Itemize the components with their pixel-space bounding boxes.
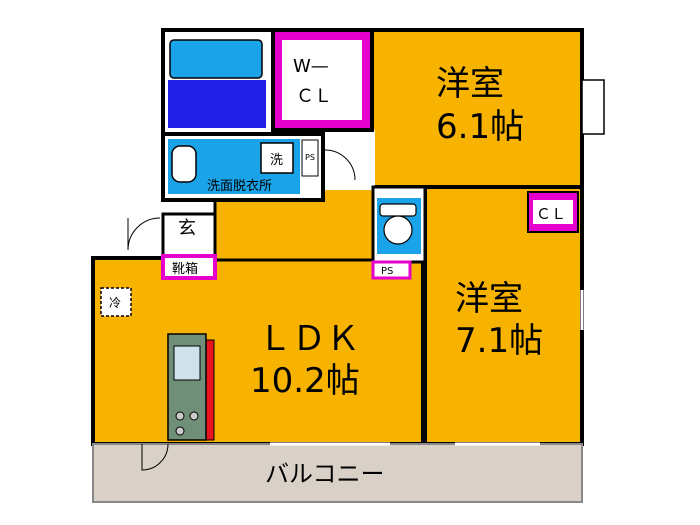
balcony-label: バルコニー [265, 460, 385, 488]
room1-size: 6.1帖 [436, 107, 524, 147]
shoe-box [161, 254, 217, 280]
room2-name: 洋室 [455, 279, 523, 319]
wic-line1: W— [293, 56, 329, 77]
ps-box-1 [301, 139, 319, 177]
closet-inner [533, 200, 573, 224]
toilet-tank [379, 203, 417, 217]
door-swing [127, 217, 161, 251]
wic-line2: ＣＬ [296, 86, 332, 107]
balcony [92, 443, 583, 503]
fridge-label: 冷 [109, 296, 121, 310]
toilet-bowl [383, 215, 413, 245]
stove-burner [175, 411, 185, 421]
ps-box-2 [371, 260, 412, 280]
door-swing [141, 443, 169, 471]
shoe-box-label: 靴箱 [172, 261, 198, 277]
stove-burner [175, 426, 185, 436]
entrance-label: 玄 [178, 218, 196, 239]
ps-label-2: PS [381, 266, 393, 277]
bath-floor [168, 80, 266, 128]
washroom-label: 洗面脱衣所 [207, 178, 272, 194]
kitchen-sink [173, 345, 201, 381]
room1-name: 洋室 [436, 64, 504, 104]
walk-in-closet-inner [282, 40, 362, 120]
bay-window [581, 79, 605, 135]
washer-label: 洗 [270, 153, 283, 168]
closet-label: ＣＬ [536, 205, 566, 223]
bathtub [169, 39, 263, 79]
washer-box [260, 142, 294, 174]
stove-burner [189, 411, 199, 421]
sink [171, 145, 197, 183]
ps-label-1: PS [305, 153, 315, 162]
door-swing [324, 149, 356, 181]
fridge-space [100, 287, 132, 317]
ldk-size: 10.2帖 [250, 361, 360, 401]
ldk-name: ＬＤＫ [258, 319, 360, 359]
western-room-1 [370, 28, 584, 189]
room2-size: 7.1帖 [455, 321, 543, 361]
